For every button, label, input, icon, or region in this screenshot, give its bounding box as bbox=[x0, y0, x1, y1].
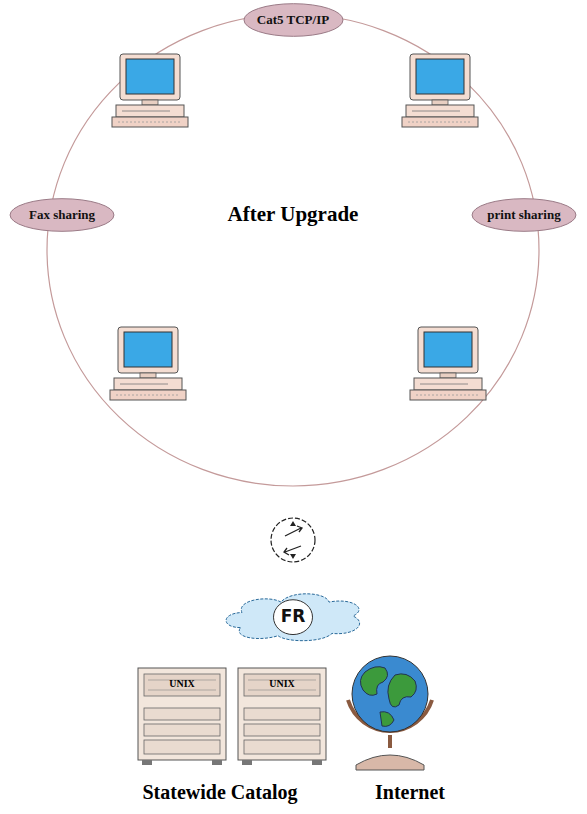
service-ellipse: print sharing bbox=[471, 198, 577, 232]
server-label: UNIX bbox=[169, 678, 195, 689]
node-text: Cat5 TCP/IP bbox=[257, 13, 329, 27]
caption-label: Statewide Catalog bbox=[143, 781, 298, 803]
node-text: print sharing bbox=[487, 208, 560, 222]
service-ellipse: Cat5 TCP/IP bbox=[243, 3, 344, 37]
server-label: UNIX bbox=[269, 678, 295, 689]
caption-label: Internet bbox=[375, 781, 445, 803]
node-text: Fax sharing bbox=[29, 208, 95, 222]
node-text: FR bbox=[281, 607, 306, 626]
caption-label: After Upgrade bbox=[228, 203, 359, 226]
service-ellipse: Fax sharing bbox=[9, 198, 115, 232]
network-cloud: FR bbox=[218, 587, 368, 645]
